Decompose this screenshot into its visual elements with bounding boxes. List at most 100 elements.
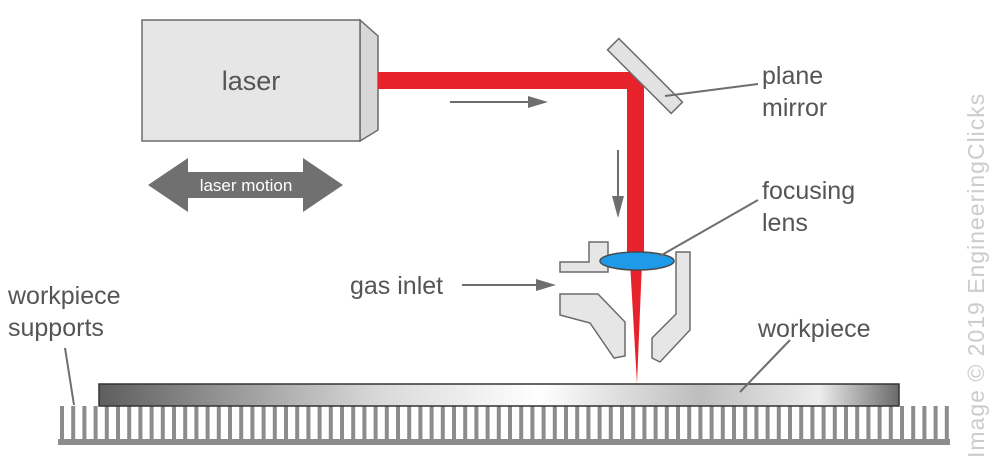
support-tooth [911,406,916,442]
support-tooth [754,406,759,442]
support-tooth [295,406,300,442]
support-tooth [418,406,423,442]
support-tooth [900,406,904,442]
support-tooth [93,406,98,442]
support-tooth [743,406,748,442]
support-tooth [205,406,210,442]
support-tooth [474,406,479,442]
support-tooth [530,406,535,442]
support-tooth [317,406,322,442]
support-tooth [664,406,669,442]
support-tooth [720,406,725,442]
support-tooth [855,406,860,442]
support-tooth [698,406,703,442]
workpiece-supports-label-line2: supports [8,314,104,342]
support-tooth [810,406,815,442]
support-tooth [709,406,714,442]
double-arrow-icon [148,158,343,212]
support-tooth [82,406,87,442]
nozzle-right [651,251,691,363]
workpiece-supports-label-line1: workpiece [7,282,121,310]
image-credit: Image © 2019 EngineeringClicks [963,93,989,458]
leader-workpiece-supports [64,347,75,406]
support-tooth [116,406,120,442]
support-tooth [687,406,692,442]
support-tooth [261,406,266,442]
leader-gas-inlet [462,279,556,291]
support-tooth [452,406,456,442]
leader-focusing-lens [659,199,759,257]
support-tooth [138,406,143,442]
support-tooth [384,406,389,442]
support-tooth [732,406,736,442]
support-tooth [944,406,949,442]
support-tooth [373,406,378,442]
supports-base [58,439,950,445]
support-tooth [407,406,412,442]
support-tooth [362,406,367,442]
nozzle-left-lower [559,293,626,359]
laser-body [141,19,361,142]
support-tooth [933,406,938,442]
gas-inlet-label: gas inlet [350,272,443,300]
support-tooth [877,406,882,442]
support-tooth [440,406,445,442]
support-tooth [328,406,333,442]
support-tooth [71,406,76,442]
support-tooth [799,406,804,442]
support-tooth [832,406,837,442]
support-tooth [608,406,613,442]
support-tooth [866,406,871,442]
support-tooth [676,406,680,442]
support-tooth [239,406,244,442]
support-tooth [552,406,557,442]
support-tooth [250,406,255,442]
support-tooth [351,406,356,442]
plane-mirror [606,37,684,115]
support-tooth [228,406,232,442]
laser-motion-label: laser motion [200,176,293,195]
support-tooth [216,406,221,442]
support-tooth [149,406,154,442]
laser-motion-arrow: laser motion [148,158,343,212]
plane-mirror-label-line2: mirror [762,94,827,122]
beam-focused-cone [630,262,642,384]
support-tooth [194,406,199,442]
laser-label: laser [222,66,281,96]
support-tooth [765,406,770,442]
support-tooth [788,406,792,442]
support-tooth [597,406,602,442]
support-tooth [172,406,176,442]
support-tooth [642,406,647,442]
focusing-lens-label-line2: lens [762,209,808,237]
support-tooth [888,406,893,442]
support-tooth [127,406,132,442]
focusing-lens-label-line1: focusing [762,177,855,205]
support-tooth [272,406,277,442]
support-tooth [821,406,826,442]
plane-mirror-label-line1: plane [762,62,823,90]
support-tooth [340,406,344,442]
support-tooth [160,406,165,442]
support-tooth [485,406,490,442]
beam-direction-arrow-right [450,96,548,108]
beam-horizontal [378,72,642,89]
support-tooth [429,406,434,442]
support-tooth [306,406,311,442]
workpiece-supports [58,406,950,445]
support-tooth [541,406,546,442]
support-tooth [653,406,658,442]
support-tooth [564,406,568,442]
support-tooth [586,406,591,442]
beam-vertical [627,72,644,256]
beam-direction-arrow-down [612,150,624,218]
support-tooth [104,406,109,442]
support-tooth [60,406,64,442]
support-tooth [183,406,188,442]
support-tooth [620,406,624,442]
support-tooth [776,406,781,442]
support-tooth [575,406,580,442]
support-tooth [844,406,848,442]
support-tooth [496,406,501,442]
